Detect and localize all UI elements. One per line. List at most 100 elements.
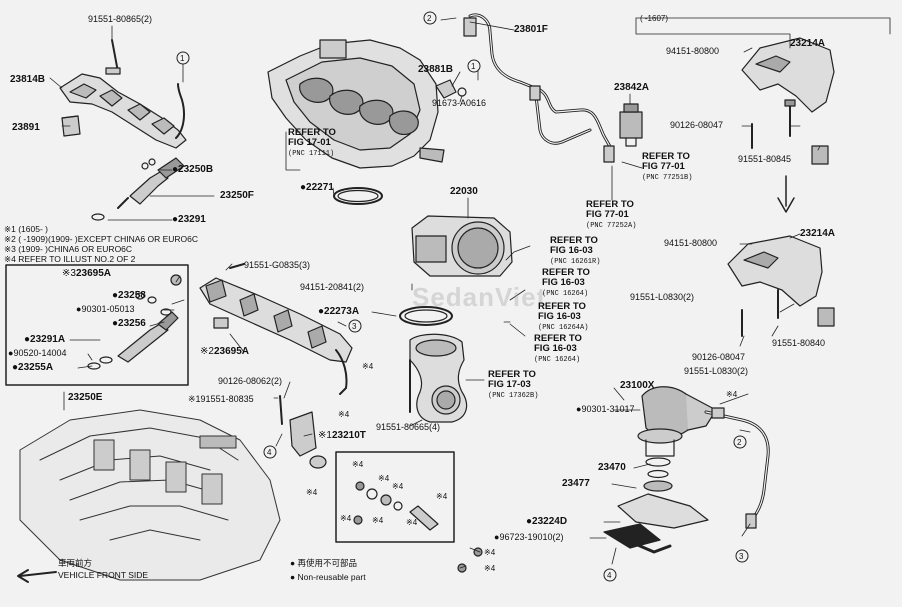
part-label[interactable]: 91551-80845 bbox=[738, 154, 792, 164]
legend-non-reusable-en: ● Non-reusable part bbox=[290, 572, 366, 582]
fuel-rail-lower-drawing bbox=[199, 263, 353, 395]
part-label[interactable]: 23250F bbox=[220, 190, 254, 201]
non-reusable-dot: ● bbox=[8, 348, 14, 358]
injector-drawing bbox=[91, 157, 185, 221]
part-label[interactable]: 22030 bbox=[450, 186, 478, 197]
refer-fig-16-03c[interactable]: REFER TO FIG 16-03 (PNC 16264A) bbox=[538, 301, 589, 333]
star4-marker: ※4 bbox=[378, 474, 390, 483]
throttle-body-drawing bbox=[399, 215, 513, 326]
part-label[interactable]: ●90301-05013 bbox=[76, 304, 135, 314]
part-label[interactable]: 23814B bbox=[10, 74, 46, 85]
bracket-23210T-drawing bbox=[279, 395, 327, 469]
part-label[interactable]: 91551-80840 bbox=[772, 338, 826, 348]
star4-marker: ※4 bbox=[392, 482, 404, 491]
part-label[interactable]: 91551-80865(2) bbox=[88, 14, 153, 24]
part-label[interactable]: 94151-80800 bbox=[666, 46, 720, 56]
callout-number: 1 bbox=[471, 62, 476, 71]
refer-fig-17-01[interactable]: REFER TO FIG 17-01 (PNC 17111) bbox=[288, 127, 336, 159]
refer-fig-16-03a[interactable]: REFER TO FIG 16-03 (PNC 16261R) bbox=[550, 235, 601, 267]
part-label[interactable]: 90126-08062(2) bbox=[218, 376, 283, 386]
non-reusable-dot: ● bbox=[76, 304, 82, 314]
part-label[interactable]: ※191551-80835 bbox=[188, 394, 254, 404]
part-label[interactable]: ●90301-31017 bbox=[576, 404, 635, 414]
part-label[interactable]: 23891 bbox=[12, 122, 40, 133]
part-label[interactable]: 23214A bbox=[800, 228, 836, 239]
date-range: ( -1607) bbox=[640, 14, 669, 23]
part-label[interactable]: ●23255A bbox=[12, 362, 54, 373]
non-reusable-dot: ● bbox=[300, 182, 307, 193]
fuel-rail-upper-drawing bbox=[59, 39, 187, 149]
part-label[interactable]: 23470 bbox=[598, 462, 626, 473]
star4-marker: ※4 bbox=[340, 514, 352, 523]
part-label[interactable]: 23477 bbox=[562, 478, 590, 489]
part-label[interactable]: ●22273A bbox=[318, 306, 360, 317]
non-reusable-dot: ● bbox=[172, 164, 179, 175]
part-label[interactable]: ●23291 bbox=[172, 214, 206, 225]
callout-number: 2 bbox=[427, 14, 432, 23]
callout-circles bbox=[176, 11, 749, 582]
vehicle-front-jp: 車両前方 bbox=[58, 558, 93, 568]
part-label[interactable]: 23100X bbox=[620, 380, 655, 391]
non-reusable-dot: ● bbox=[494, 532, 500, 542]
injector-kit-drawing bbox=[87, 274, 182, 370]
part-label[interactable]: ●22271 bbox=[300, 182, 334, 193]
refer-fig-16-03b[interactable]: REFER TO FIG 16-03 (PNC 16264) bbox=[542, 267, 590, 299]
part-label[interactable]: 23250E bbox=[68, 392, 103, 403]
part-label[interactable]: ●23291A bbox=[24, 334, 66, 345]
refer-fig-77-01b[interactable]: REFER TO FIG 77-01 (PNC 77252A) bbox=[586, 199, 637, 231]
bracket-bottom-drawing bbox=[727, 235, 835, 337]
watermark: SedanViet bbox=[412, 282, 547, 312]
part-label[interactable]: 94151-20841(2) bbox=[300, 282, 365, 292]
part-label[interactable]: ●23224D bbox=[526, 516, 568, 527]
non-reusable-dot: ● bbox=[526, 516, 533, 527]
callout-number: 3 bbox=[739, 552, 744, 561]
part-label[interactable]: 23214A bbox=[790, 38, 826, 49]
part-label[interactable]: ●90520-14004 bbox=[8, 348, 67, 358]
non-reusable-dot: ● bbox=[112, 318, 119, 329]
star4-marker: ※4 bbox=[338, 410, 350, 419]
injector-kit-box bbox=[5, 264, 189, 386]
high-pressure-pump-drawing bbox=[603, 386, 717, 554]
non-reusable-dot: ● bbox=[24, 334, 31, 345]
part-label[interactable]: 91551-G0835(3) bbox=[244, 260, 311, 270]
part-label[interactable]: 23801F bbox=[514, 24, 548, 35]
vehicle-front-en: VEHICLE FRONT SIDE bbox=[58, 570, 149, 580]
part-label[interactable]: ※123210T bbox=[318, 430, 366, 441]
part-label[interactable]: 90126-08047 bbox=[670, 120, 724, 130]
non-reusable-dot: ● bbox=[112, 290, 119, 301]
part-label[interactable]: 90126-08047 bbox=[692, 352, 746, 362]
front-arrow-icon bbox=[17, 569, 57, 583]
part-label[interactable]: 91551-80665(4) bbox=[376, 422, 441, 432]
part-label[interactable]: ※223695A bbox=[200, 346, 249, 357]
callout-number: 4 bbox=[607, 571, 612, 580]
part-label[interactable]: ●23250B bbox=[172, 164, 214, 175]
part-label[interactable]: ●23258 bbox=[112, 290, 146, 301]
refer-fig-16-03d[interactable]: REFER TO FIG 16-03 (PNC 16264) bbox=[534, 333, 582, 365]
part-label[interactable]: ※323695A bbox=[62, 268, 111, 279]
part-label[interactable]: 23881B bbox=[418, 64, 454, 75]
egr-pipe-drawing bbox=[409, 333, 468, 423]
non-reusable-dot: ● bbox=[12, 362, 19, 373]
callout-number: 1 bbox=[180, 54, 185, 63]
fuel-pressure-sensor-drawing bbox=[619, 103, 643, 147]
leader-lines bbox=[49, 17, 891, 569]
part-label[interactable]: ●23256 bbox=[112, 318, 146, 329]
non-reusable-dot: ● bbox=[172, 214, 179, 225]
fuel-line-drawing bbox=[435, 13, 615, 163]
refer-fig-77-01a[interactable]: REFER TO FIG 77-01 (PNC 77251B) bbox=[642, 151, 693, 183]
part-label[interactable]: 91551-L0830(2) bbox=[630, 292, 695, 302]
note-3: ※3 (1909- )CHINA6 OR EURO6C bbox=[4, 244, 133, 254]
star4-marker: ※4 bbox=[436, 492, 448, 501]
small-parts-box bbox=[335, 451, 455, 543]
part-label[interactable]: 23842A bbox=[614, 82, 650, 93]
part-label[interactable]: 91551-L0830(2) bbox=[684, 366, 749, 376]
star4-marker: ※4 bbox=[484, 564, 496, 573]
callout-number: 2 bbox=[737, 438, 742, 447]
part-label[interactable]: 94151-80800 bbox=[664, 238, 718, 248]
refer-fig-17-03[interactable]: REFER TO FIG 17-03 (PNC 17362B) bbox=[488, 369, 539, 401]
part-label[interactable]: 91673-A0616 bbox=[432, 98, 487, 108]
high-pressure-pipe-drawing bbox=[704, 407, 770, 529]
part-label[interactable]: ●96723-19010(2) bbox=[494, 532, 564, 542]
